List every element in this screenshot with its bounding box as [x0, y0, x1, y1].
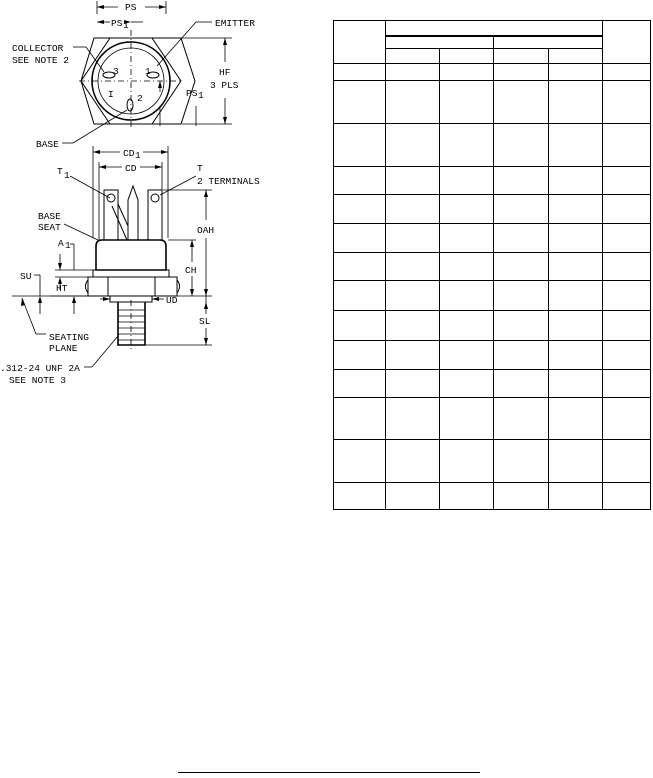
collector-label: COLLECTOR: [12, 43, 64, 54]
table-header-row: [332, 19, 652, 65]
seating-plane-label-1: SEATING: [49, 332, 89, 343]
a1-label: A: [58, 238, 64, 249]
dimensions-table: [332, 19, 652, 511]
t-label: T: [197, 163, 203, 174]
ch-label: CH: [185, 265, 196, 276]
cd-label: CD: [125, 163, 137, 174]
table-row: [332, 369, 652, 399]
table-cell: [601, 19, 652, 65]
ps1-top-label: PS: [111, 18, 123, 29]
pin-3-label: 3: [113, 66, 119, 77]
ud-label: UD: [166, 295, 178, 306]
ps1-side-label: PS: [186, 88, 198, 99]
package-outline-drawing: PS PS 1 EMITTER 3 1 2 I COLLECTOR SEE NO…: [0, 1, 260, 386]
table-row: [332, 438, 652, 483]
thread-callout-label: .312-24 UNF 2A: [0, 363, 80, 374]
base-seat-label-1: BASE: [38, 211, 61, 222]
table-row: [332, 251, 652, 281]
table-row: [332, 481, 652, 511]
table-row: [332, 340, 652, 371]
table-cell: [332, 19, 387, 65]
footer-rule: [178, 772, 480, 773]
table-cell: [385, 19, 603, 36]
ht-label: HT: [56, 283, 68, 294]
su-label: SU: [20, 271, 32, 282]
table-cell: [493, 34, 603, 50]
hf-label: HF: [219, 67, 231, 78]
pin-1-label: 1: [145, 66, 151, 77]
three-pls-label: 3 PLS: [210, 80, 239, 91]
table-row: [332, 397, 652, 440]
sl-label: SL: [199, 316, 211, 327]
ps1-top-subscript: 1: [123, 20, 129, 31]
top-view: PS PS 1 EMITTER 3 1 2 I COLLECTOR SEE NO…: [12, 1, 255, 150]
table-row: [332, 193, 652, 224]
table-cell: [547, 48, 603, 65]
thread-note-label: SEE NOTE 3: [9, 375, 66, 386]
table-cell: [385, 48, 441, 65]
emitter-label: EMITTER: [215, 18, 255, 29]
cd1-subscript: 1: [135, 150, 141, 161]
table-cell: [493, 48, 549, 65]
base-label: BASE: [36, 139, 59, 150]
base-seat-label-2: SEAT: [38, 222, 61, 233]
table-row: [332, 63, 652, 82]
cd1-label: CD: [123, 148, 135, 159]
table-cell: [385, 34, 495, 50]
pin-2-label: 2: [137, 93, 143, 104]
t1-label: T: [57, 166, 63, 177]
table-row: [332, 165, 652, 195]
oah-label: OAH: [197, 225, 214, 236]
seating-plane-label-2: PLANE: [49, 343, 78, 354]
table-row: [332, 222, 652, 253]
ps-label: PS: [125, 2, 137, 13]
two-terminals-label: 2 TERMINALS: [197, 176, 260, 187]
table-row: [332, 80, 652, 125]
table-row: [332, 279, 652, 312]
table-row: [332, 123, 652, 167]
ps1-side-subscript: 1: [198, 90, 204, 101]
see-note-2-label: SEE NOTE 2: [12, 55, 69, 66]
side-view: CD 1 CD T 1 T 2 TERMINALS BASE SEAT: [0, 146, 260, 386]
a1-subscript: 1: [65, 240, 71, 251]
table-row: [332, 310, 652, 342]
table-header-row: [334, 34, 651, 50]
pin-mark-left: I: [108, 89, 114, 100]
table-cell: [439, 48, 495, 65]
t1-subscript: 1: [64, 170, 70, 181]
